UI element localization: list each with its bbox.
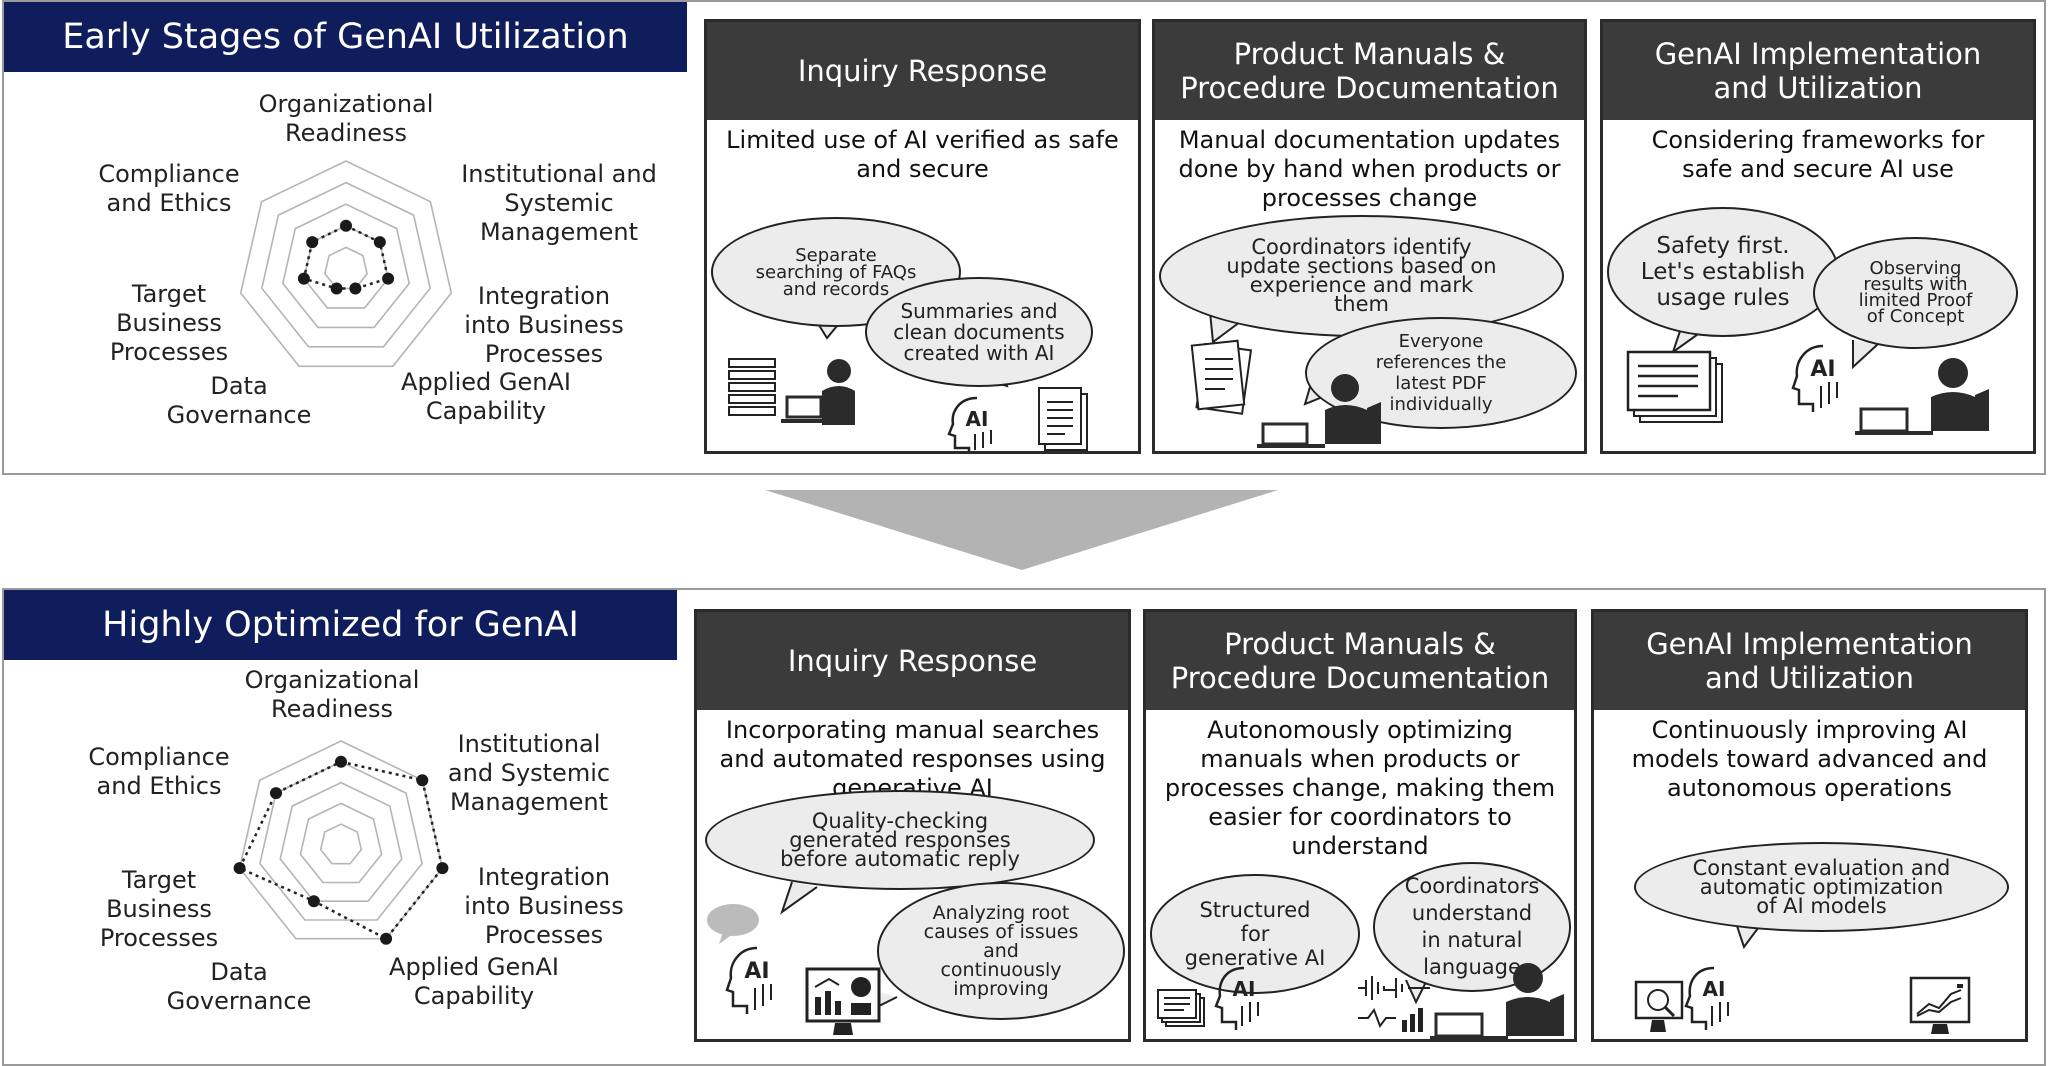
radar-grid-ring (279, 781, 403, 902)
radar-grid-ring (259, 760, 423, 921)
person-at-laptop-icon (781, 359, 855, 425)
ai-head-icon: AI (1214, 966, 1259, 1030)
document-icon (1038, 387, 1088, 451)
stage-optimized: Highly Optimized for GenAI Organizationa… (2, 588, 2046, 1066)
document-stack-icon (1157, 989, 1205, 1027)
document-stack-icon (728, 358, 776, 416)
radar-point-integ (382, 272, 395, 285)
ai-head-icon: AI (1684, 966, 1729, 1030)
radar-point-org (340, 219, 352, 232)
ai-head-icon: AI (725, 946, 772, 1014)
card-title: Inquiry Response (707, 22, 1138, 120)
card-title: Product Manuals &Procedure Documentation (1155, 22, 1584, 120)
speech-bubble-icon (707, 904, 759, 944)
radar-point-integ (436, 862, 449, 875)
radar-point-data (330, 282, 343, 295)
card-product-manuals: Product Manuals &Procedure Documentation… (1152, 19, 1587, 454)
person-at-laptop-icon (1855, 358, 1989, 435)
line-chart-monitor-icon (1909, 976, 1971, 1034)
person-at-laptop-icon (1430, 963, 1564, 1039)
ai-head-icon: AI (1791, 344, 1838, 412)
radar-grid-ring (239, 160, 453, 368)
radar-series-line (237, 760, 444, 941)
radar-point-org (335, 755, 347, 768)
ai-head-icon: AI (947, 396, 992, 451)
svg-text:AI: AI (1810, 357, 1835, 382)
svg-text:AI: AI (744, 959, 769, 984)
person-at-laptop-icon (1257, 374, 1381, 448)
card-product-manuals: Product Manuals &Procedure Documentation… (1143, 609, 1577, 1042)
document-stack-icon (1190, 339, 1253, 415)
radar-plot (233, 740, 449, 945)
svg-text:AI: AI (1703, 977, 1726, 1001)
radar-point-data (307, 895, 320, 908)
radar-point-applied (349, 282, 362, 295)
radar-grid-ring (281, 203, 411, 329)
radar-point-comp (270, 787, 282, 800)
stage-early: Early Stages of GenAI Utilization Organi… (2, 0, 2046, 475)
card-inquiry-response: Inquiry Response Limited use of AI verif… (704, 19, 1141, 454)
radar-point-inst (416, 774, 429, 787)
radar-point-comp (306, 236, 319, 249)
card-title: Inquiry Response (697, 612, 1128, 710)
banner-title: Highly Optimized for GenAI (4, 590, 677, 660)
radar-grid-ring (299, 802, 383, 884)
waveform-icon (1358, 976, 1430, 1032)
radar-plot (239, 160, 453, 368)
svg-text:AI: AI (1233, 977, 1256, 1001)
radar-point-target (233, 862, 246, 875)
radar-point-inst (373, 236, 386, 249)
document-stack-icon (1626, 350, 1723, 423)
banner-title: Early Stages of GenAI Utilization (4, 2, 687, 72)
radar-grid-ring (260, 181, 432, 348)
radar-grid-ring (319, 823, 363, 865)
svg-text:AI: AI (966, 407, 989, 431)
analytics-monitor-icon (805, 967, 881, 1035)
radar-point-target (297, 272, 310, 285)
card-inquiry-response: Inquiry Response Incorporating manual se… (694, 609, 1131, 1042)
radar-point-applied (380, 932, 393, 945)
card-title: Product Manuals &Procedure Documentation (1146, 612, 1574, 710)
analytics-monitor-icon (1634, 980, 1684, 1032)
radar-grid-ring (324, 246, 368, 290)
radar-series-line (302, 224, 390, 290)
